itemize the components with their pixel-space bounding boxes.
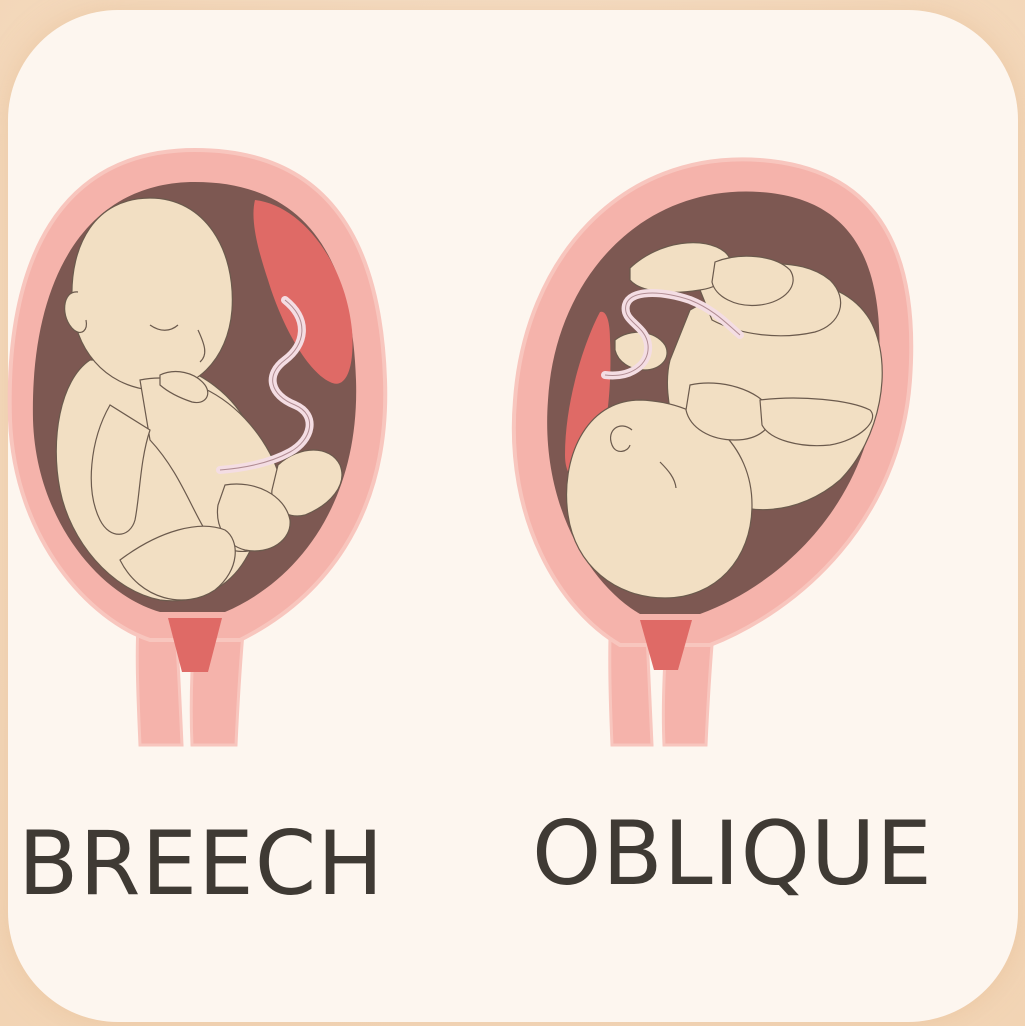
breech-caption: BREECH: [18, 820, 384, 908]
oblique-baby-second-foot: [712, 256, 793, 305]
breech-baby-head: [72, 198, 232, 390]
oblique-caption: OBLIQUE: [532, 810, 933, 898]
